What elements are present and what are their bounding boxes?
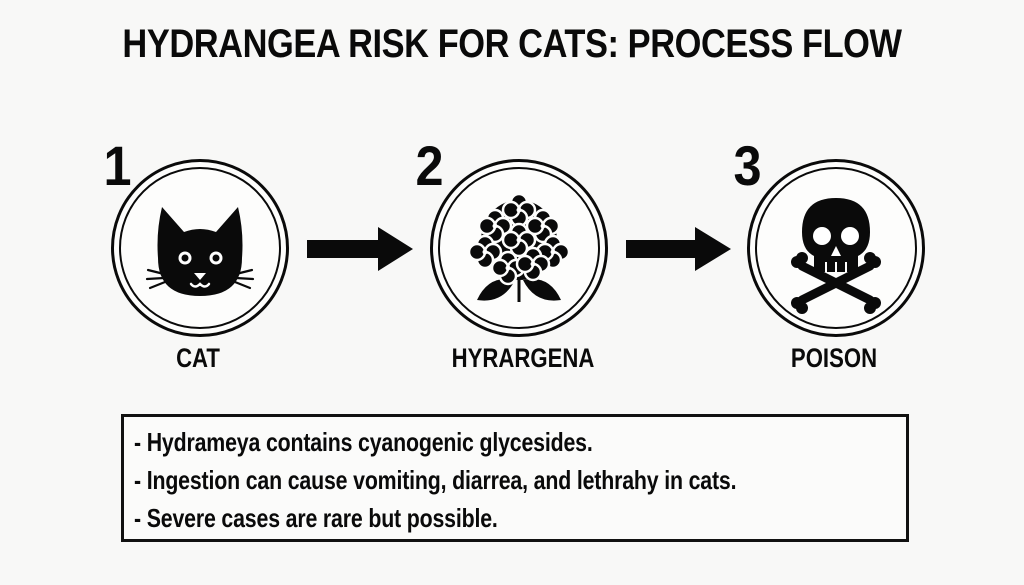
info-line-3: - Severe cases are rare but possible. (134, 503, 498, 533)
skull-crossbones-icon (791, 198, 881, 314)
step-circle-poison (747, 159, 925, 337)
step-label-poison: POISON (790, 343, 878, 373)
info-line-2: - Ingestion can cause vomiting, diarrea,… (134, 465, 737, 495)
step-number-2: 2 (415, 134, 444, 197)
info-line-1: - Hydrameya contains cyanogenic glycesid… (134, 427, 593, 457)
arrow-right-icon (626, 227, 731, 271)
step-circle-cat (111, 159, 289, 337)
arrow-right-icon (307, 227, 413, 271)
hydrangea-flower-icon (467, 192, 571, 302)
step-number-1: 1 (103, 134, 132, 197)
info-box: - Hydrameya contains cyanogenic glycesid… (121, 414, 909, 542)
step-label-cat: CAT (176, 343, 220, 373)
cat-face-icon (145, 207, 255, 296)
step-circle-hydrangea (430, 159, 608, 337)
step-number-3: 3 (733, 134, 762, 197)
diagram-title: HYDRANGEA RISK FOR CATS: PROCESS FLOW (122, 22, 902, 66)
step-label-hydrangea: HYRARGENA (451, 343, 595, 373)
